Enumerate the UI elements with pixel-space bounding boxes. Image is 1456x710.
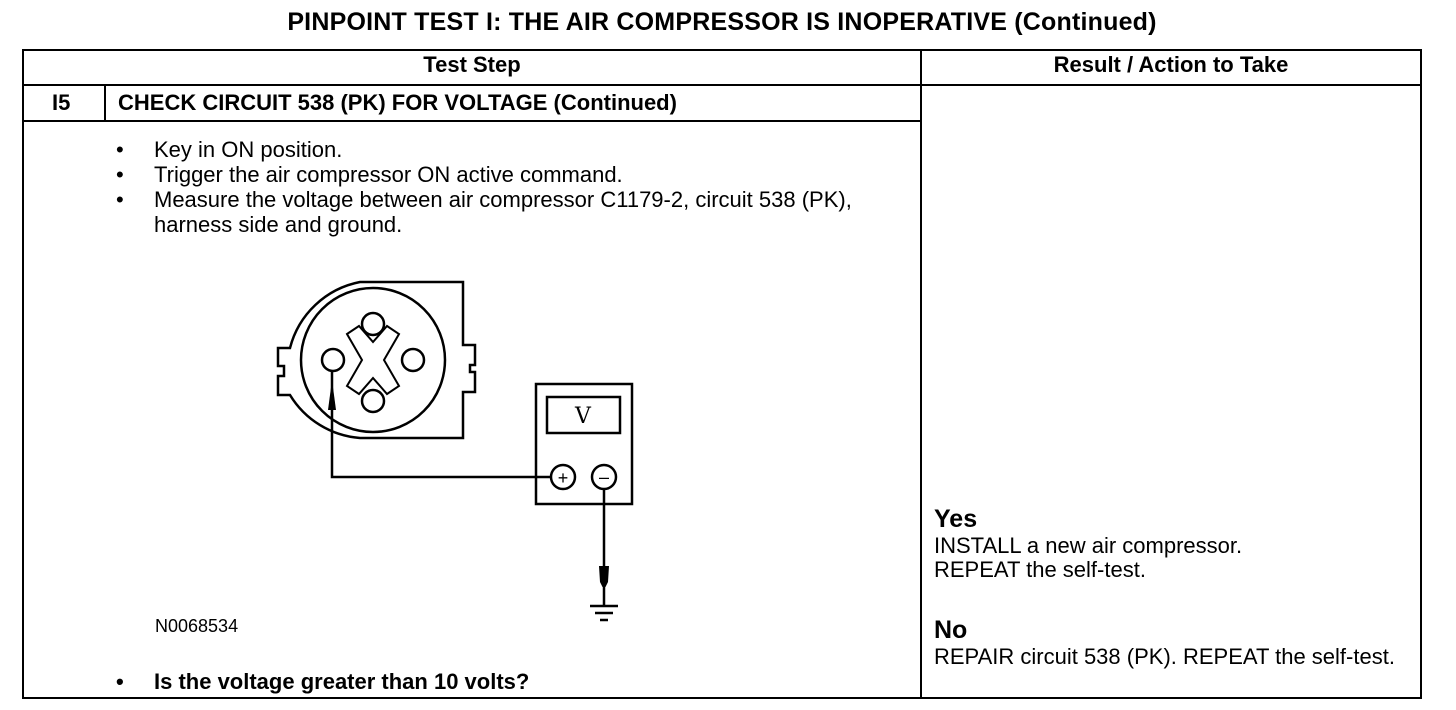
- step-id-divider: [104, 85, 106, 121]
- positive-probe: [328, 380, 336, 410]
- figure-id: N0068534: [155, 616, 239, 636]
- result-no-heading: No: [934, 616, 968, 644]
- step-id: I5: [52, 90, 71, 115]
- voltmeter-body: [534, 382, 634, 506]
- voltmeter-symbol: V: [574, 404, 592, 429]
- connector-voltmeter-diagram: V + –: [276, 280, 634, 622]
- header-result-action: Result / Action to Take: [1053, 52, 1289, 77]
- step-title: CHECK CIRCUIT 538 (PK) FOR VOLTAGE (Cont…: [118, 90, 677, 115]
- bullet-text: Measure the voltage between air compress…: [154, 187, 852, 237]
- bullet-item: Trigger the air compressor ON active com…: [110, 162, 884, 187]
- ground-probe: [599, 566, 609, 590]
- page-title: PINPOINT TEST I: THE AIR COMPRESSOR IS I…: [287, 8, 1157, 36]
- bullet-item: Measure the voltage between air compress…: [110, 187, 884, 237]
- positive-terminal: [549, 463, 577, 491]
- pinpoint-table: [22, 49, 1422, 699]
- header-divider: [22, 84, 1422, 86]
- plus-sign: +: [558, 468, 569, 488]
- column-divider: [920, 49, 922, 699]
- result-no-text: REPAIR circuit 538 (PK). REPEAT the self…: [934, 644, 1395, 669]
- step-bullet-list: Key in ON position. Trigger the air comp…: [110, 137, 884, 237]
- step-title-divider: [22, 120, 920, 122]
- voltmeter-display: [545, 395, 622, 435]
- terminal-3: [400, 347, 426, 373]
- step-question: Is the voltage greater than 10 volts?: [110, 669, 529, 695]
- connector-key-x: [345, 324, 401, 396]
- ground-symbol: [590, 588, 618, 622]
- result-yes-heading: Yes: [934, 505, 978, 533]
- terminal-1: [360, 311, 386, 337]
- terminal-4: [360, 388, 386, 414]
- connector-housing: [276, 280, 477, 440]
- header-test-step: Test Step: [423, 52, 521, 77]
- minus-sign: –: [599, 467, 609, 487]
- result-yes-text: INSTALL a new air compressor. REPEAT the…: [934, 533, 1243, 582]
- terminal-2: [320, 347, 346, 373]
- bullet-item: Key in ON position.: [110, 137, 884, 162]
- connector-face: [299, 286, 447, 434]
